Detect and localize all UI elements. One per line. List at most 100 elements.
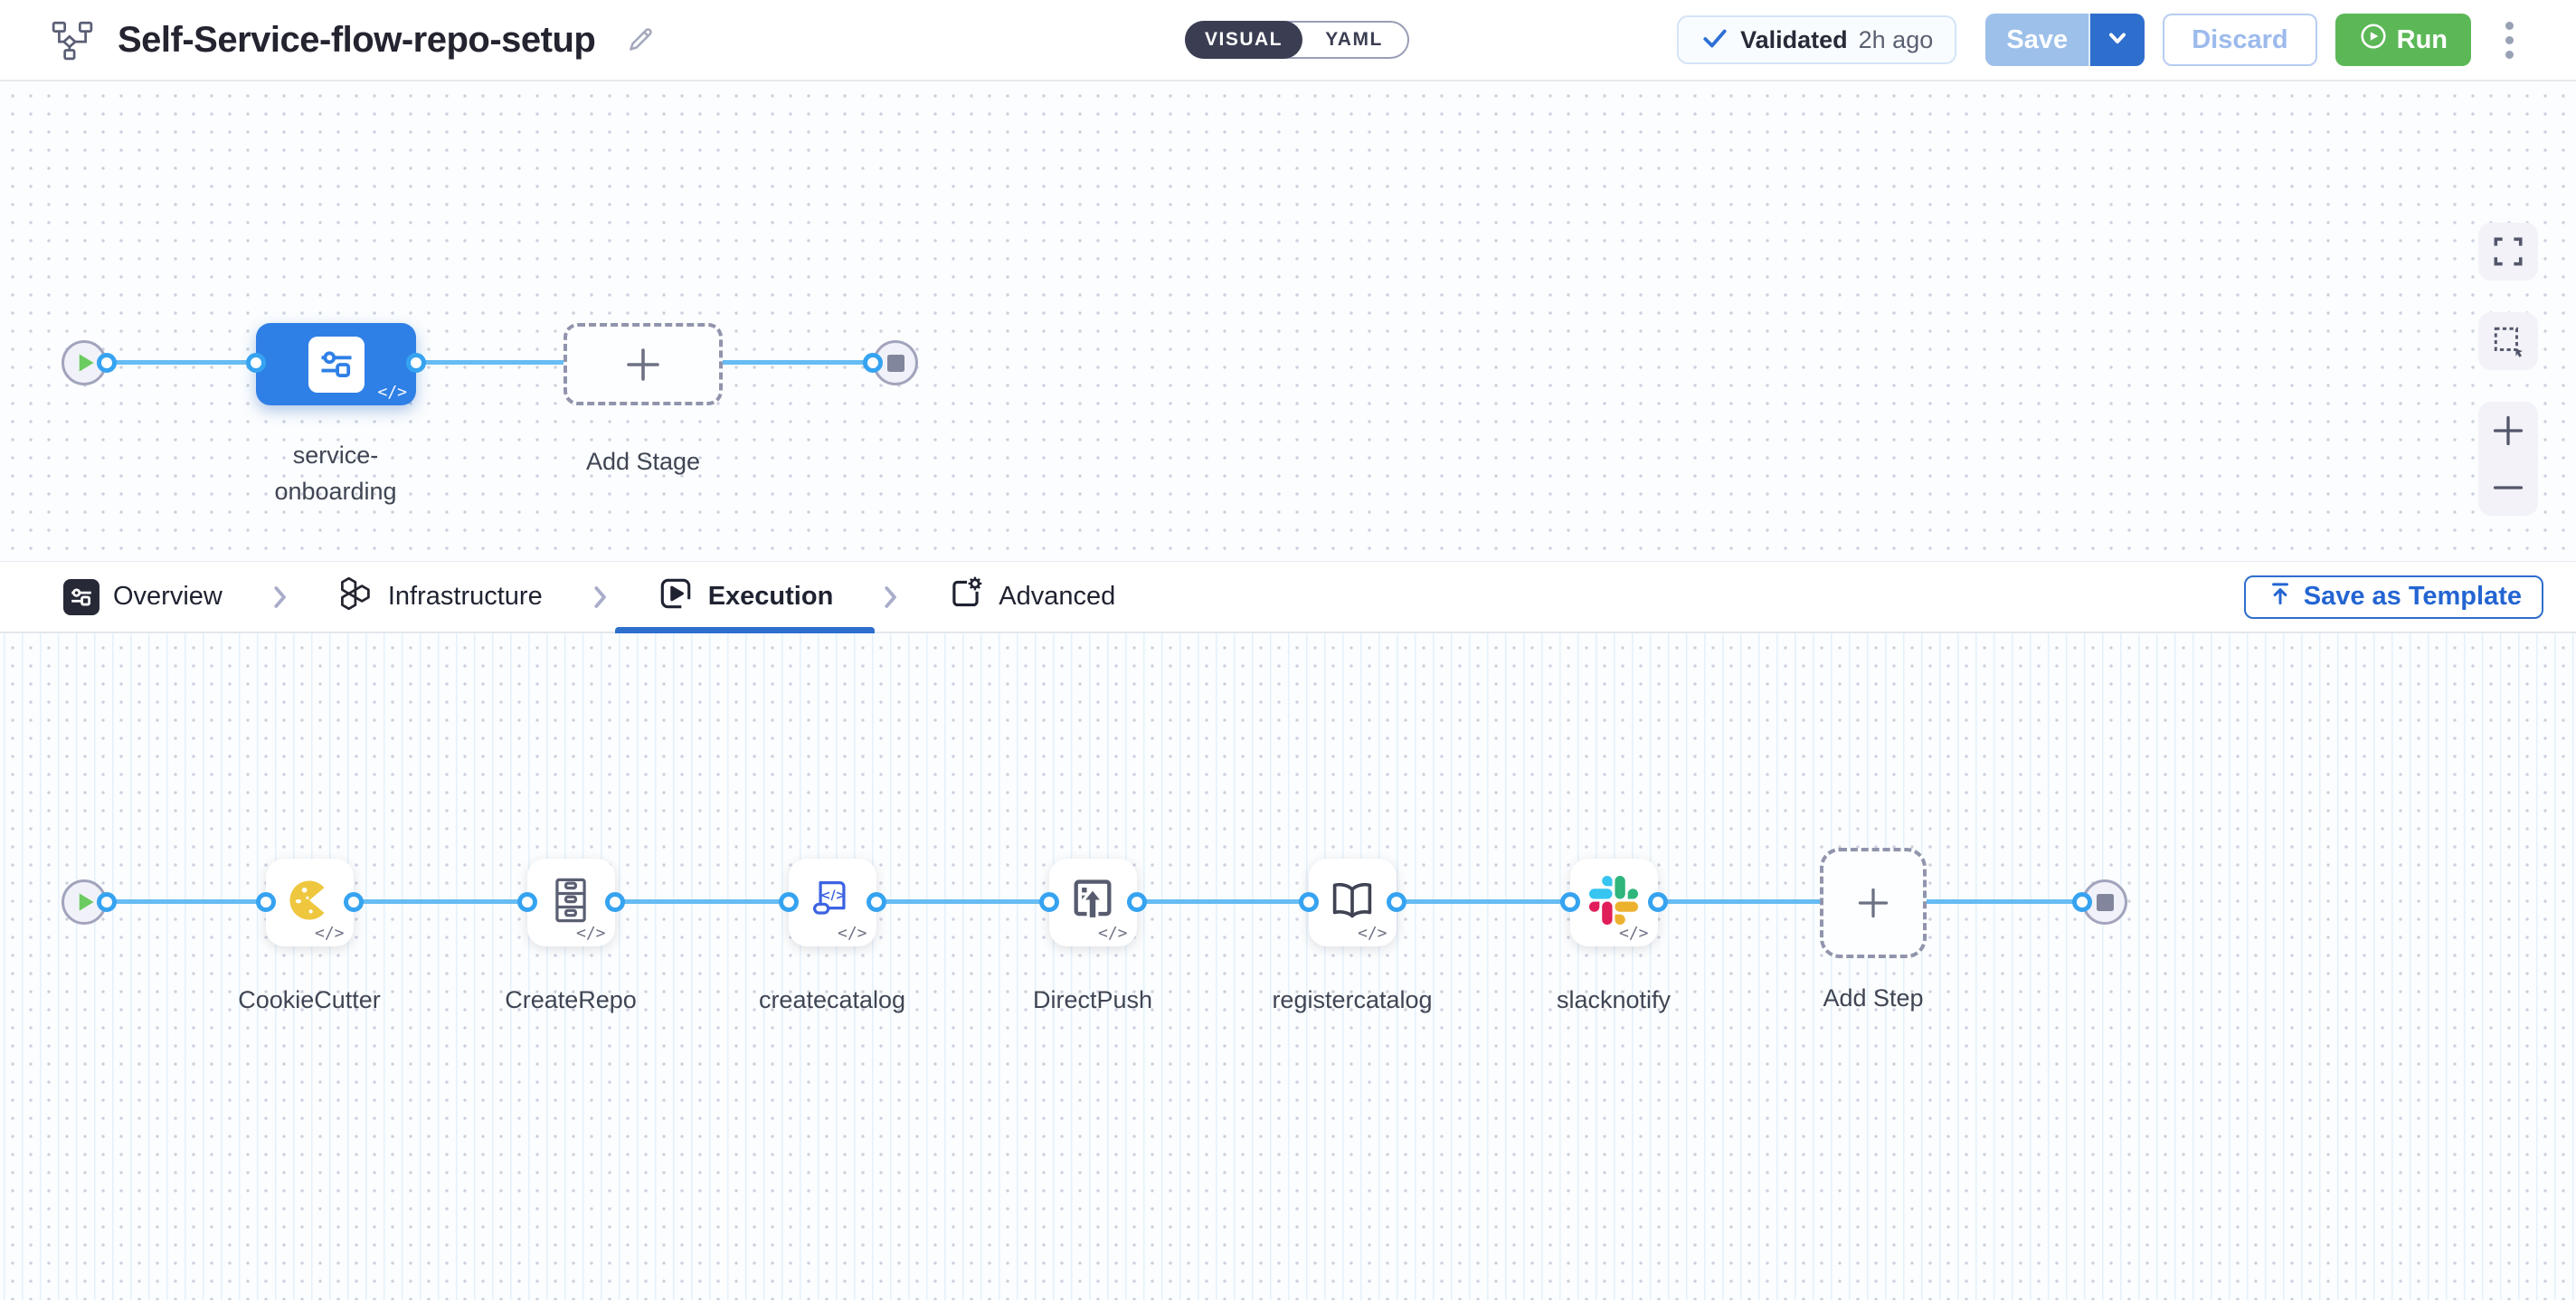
port[interactable] [255, 892, 276, 912]
port[interactable] [604, 892, 625, 912]
code-scroll-icon: </> [807, 875, 857, 930]
zoom-out-button[interactable] [2478, 459, 2538, 516]
validated-badge[interactable]: Validated 2h ago [1677, 15, 1957, 64]
save-as-template-button[interactable]: Save as Template [2243, 575, 2543, 619]
step-node-directpush[interactable]: </> [1048, 859, 1137, 946]
code-badge: </> [575, 924, 606, 943]
toggle-visual[interactable]: VISUAL [1185, 21, 1302, 59]
play-circle-icon [2359, 22, 2388, 58]
pipeline-end-node [873, 340, 918, 385]
check-icon [1700, 24, 1729, 57]
pipeline-flow-icon [51, 18, 94, 62]
port[interactable] [1298, 892, 1319, 912]
upload-icon [2266, 579, 2295, 615]
infrastructure-icon [336, 575, 374, 620]
chevron-down-icon [2105, 25, 2130, 55]
slack-icon [1589, 876, 1638, 929]
port[interactable] [863, 353, 883, 373]
save-options-button[interactable] [2090, 14, 2145, 66]
open-book-icon [1327, 875, 1378, 930]
port[interactable] [246, 353, 266, 373]
stage-connector-line [84, 360, 895, 365]
fit-to-screen-button[interactable] [2478, 223, 2538, 280]
run-button[interactable]: Run [2334, 14, 2471, 66]
port[interactable] [1647, 892, 1668, 912]
overview-icon [63, 578, 99, 615]
stage-icon [308, 336, 365, 393]
step-label: CookieCutter [238, 986, 381, 1013]
start-play-icon [79, 354, 94, 372]
step-node-createcatalog[interactable]: </> </> [788, 859, 876, 946]
pipeline-header: Self-Service-flow-repo-setup VISUAL YAML… [0, 0, 2576, 81]
step-label: CreateRepo [505, 986, 637, 1013]
add-step-label: Add Step [1823, 984, 1924, 1012]
port[interactable] [778, 892, 799, 912]
port[interactable] [1386, 892, 1406, 912]
save-as-template-label: Save as Template [2303, 582, 2522, 611]
advanced-icon [947, 575, 985, 620]
stop-square-icon [2096, 893, 2114, 911]
run-label: Run [2396, 24, 2448, 54]
stage-node-service-onboarding[interactable]: </> [256, 323, 416, 405]
stage-label: service-onboarding [274, 442, 397, 505]
canvas-tools [2478, 223, 2538, 516]
plus-icon [2493, 415, 2524, 445]
step-label: registercatalog [1272, 986, 1433, 1013]
step-node-slacknotify[interactable]: </> [1569, 859, 1658, 946]
code-badge: </> [1618, 924, 1649, 943]
port[interactable] [97, 353, 117, 373]
tab-execution[interactable]: Execution [614, 562, 876, 633]
tab-infrastructure[interactable]: Infrastructure [295, 562, 584, 632]
plus-icon [627, 347, 659, 381]
add-step-button[interactable] [1820, 848, 1927, 958]
marquee-select-icon [2494, 327, 2523, 357]
step-label: slacknotify [1556, 986, 1672, 1013]
port[interactable] [1038, 892, 1059, 912]
code-badge: </> [837, 924, 867, 943]
minus-icon [2493, 485, 2524, 489]
step-node-registercatalog[interactable]: </> [1308, 859, 1397, 946]
step-label: DirectPush [1032, 986, 1153, 1013]
more-options-button[interactable] [2493, 14, 2525, 66]
start-play-icon [79, 893, 94, 911]
add-stage-button[interactable] [564, 323, 723, 405]
save-button[interactable]: Save [1985, 14, 2091, 66]
code-badge: </> [314, 924, 345, 943]
execution-canvas[interactable]: </> CookieCutter </> CreateRepo </> </> [0, 633, 2576, 1300]
port[interactable] [866, 892, 886, 912]
port[interactable] [2072, 892, 2092, 912]
execution-icon [657, 575, 695, 620]
stage-canvas[interactable]: </> service-onboarding Add Stage [0, 81, 2576, 561]
svg-text:</>: </> [820, 889, 847, 903]
save-split-button: Save [1985, 14, 2145, 66]
upload-screen-icon [1067, 875, 1118, 930]
fullscreen-icon [2494, 237, 2523, 266]
port[interactable] [343, 892, 364, 912]
chevron-right-icon [875, 562, 905, 632]
tab-label: Infrastructure [387, 582, 543, 611]
marquee-select-button[interactable] [2478, 312, 2538, 370]
plus-icon [1858, 888, 1889, 918]
port[interactable] [1126, 892, 1147, 912]
zoom-in-button[interactable] [2478, 402, 2538, 459]
validated-time: 2h ago [1858, 25, 1934, 53]
visual-yaml-toggle[interactable]: VISUAL YAML [1185, 21, 1409, 59]
cookiecutter-icon [284, 875, 335, 930]
port[interactable] [1559, 892, 1580, 912]
code-badge: </> [1357, 924, 1387, 943]
port[interactable] [516, 892, 537, 912]
step-node-createrepo[interactable]: </> [526, 859, 615, 946]
page-title: Self-Service-flow-repo-setup [118, 19, 596, 60]
step-label: createcatalog [758, 986, 906, 1013]
toggle-yaml[interactable]: YAML [1325, 29, 1383, 50]
tab-advanced[interactable]: Advanced [905, 562, 1157, 632]
tab-overview[interactable]: Overview [22, 562, 264, 632]
port[interactable] [97, 892, 117, 912]
edit-title-button[interactable] [622, 22, 658, 58]
validated-label: Validated [1740, 25, 1848, 53]
step-node-cookiecutter[interactable]: </> [265, 859, 354, 946]
code-badge: </> [377, 383, 407, 402]
discard-button[interactable]: Discard [2163, 14, 2317, 66]
tab-label: Overview [113, 582, 223, 611]
port[interactable] [406, 353, 426, 373]
